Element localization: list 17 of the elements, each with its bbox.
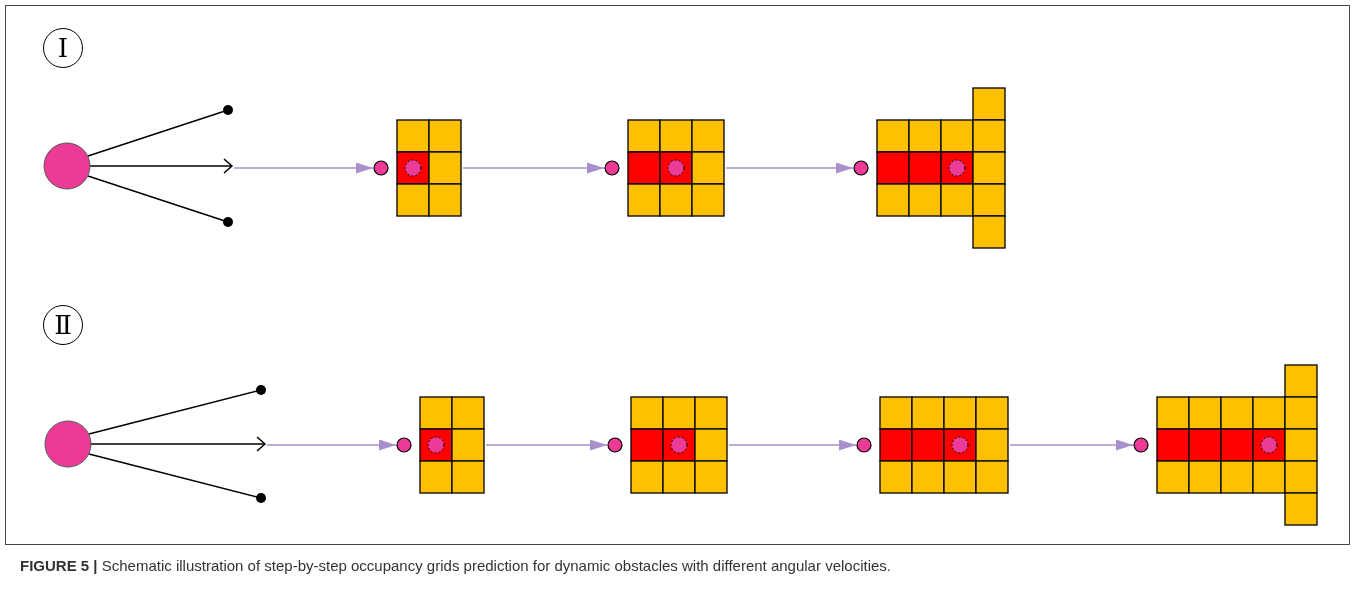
occupancy-grid-drawing: [373, 120, 463, 218]
occupancy-grid-drawing: [853, 88, 1007, 250]
arrow: [266, 439, 397, 451]
arrow: [462, 162, 605, 174]
occupancy-grid-drawing: [607, 397, 729, 495]
arrow: [725, 162, 854, 174]
arrow: [233, 162, 374, 174]
arrow: [1009, 439, 1134, 451]
obstacle-drawing: [45, 384, 267, 504]
occupancy-grid-drawing: [396, 397, 486, 495]
occupancy-grid-drawing: [1133, 365, 1319, 527]
figure-caption: FIGURE 5 | Schematic illustration of step-by-step occupancy grids prediction for dynamic obstacles with different angular velocities.: [20, 557, 891, 574]
occupancy-grid-drawing: [856, 397, 1010, 495]
arrow: [485, 439, 608, 451]
occupancy-grid-drawing: [604, 120, 726, 218]
obstacle-drawing: [44, 104, 234, 228]
arrow: [728, 439, 857, 451]
